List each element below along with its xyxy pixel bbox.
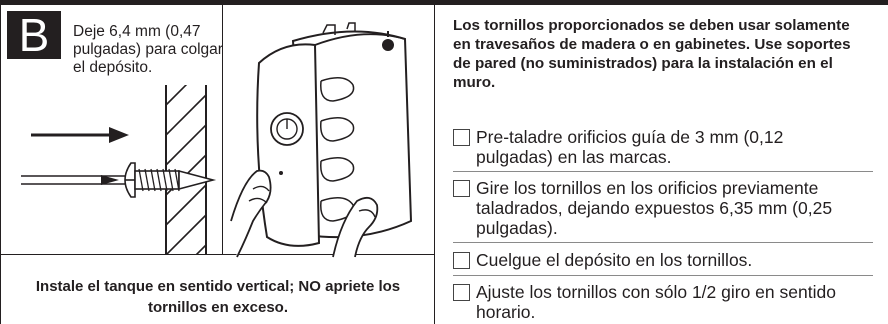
screw-icon <box>21 85 217 255</box>
checklist-item: Pre-taladre orificios guía de 3 mm (0,12… <box>453 127 846 167</box>
checkbox[interactable] <box>453 252 470 269</box>
checklist-item-label: Cuelgue el depósito en los tornillos. <box>476 250 753 270</box>
tank-icon <box>230 22 413 258</box>
instructions-column: Los tornillos proporcionados se deben us… <box>453 16 883 92</box>
checkbox[interactable] <box>453 284 470 301</box>
install-caption: Instale el tanque en sentido vertical; N… <box>35 278 401 316</box>
top-rule <box>0 0 888 5</box>
figure-divider <box>222 5 223 254</box>
column-divider <box>434 5 435 324</box>
checklist-item: Ajuste los tornillos con sólo 1/2 giro e… <box>453 282 846 322</box>
step-badge: B <box>7 11 61 59</box>
checklist-item: Cuelgue el depósito en los tornillos. <box>453 250 846 270</box>
checklist-item: Gire los tornillos en los orificios prev… <box>453 178 846 238</box>
intro-note: Los tornillos proporcionados se deben us… <box>453 17 851 91</box>
item-divider <box>453 171 873 172</box>
clearance-note: Deje 6,4 mm (0,47 pulgadas) para colgar … <box>73 23 223 76</box>
checklist-item-label: Pre-taladre orificios guía de 3 mm (0,12… <box>476 127 784 167</box>
step-panel: B Deje 6,4 mm (0,47 pulgadas) para colga… <box>0 5 435 324</box>
panel-divider <box>1 254 435 255</box>
item-divider <box>453 242 873 243</box>
checkbox[interactable] <box>453 180 470 197</box>
checklist-item-label: Gire los tornillos en los orificios prev… <box>476 178 833 238</box>
checkbox[interactable] <box>453 129 470 146</box>
checklist-item-label: Ajuste los tornillos con sólo 1/2 giro e… <box>476 282 836 322</box>
item-divider <box>453 275 873 276</box>
